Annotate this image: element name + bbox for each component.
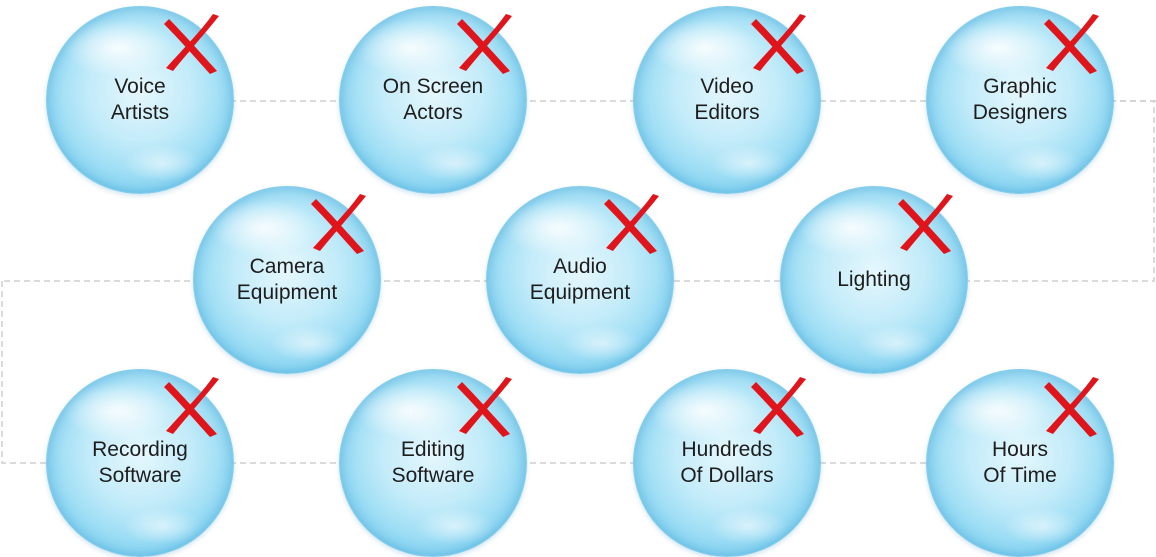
bubble-label: Hundreds Of Dollars xyxy=(680,438,774,487)
bubble-hours-of-time: Hours Of Time xyxy=(926,369,1114,557)
bubble-label: Editing Software xyxy=(391,438,475,487)
cross-icon xyxy=(311,194,366,254)
cross-icon xyxy=(604,194,659,254)
bubble-editing-software: Editing Software xyxy=(339,369,527,557)
cross-icon xyxy=(164,14,219,74)
bubble-label: Recording Software xyxy=(92,438,188,487)
cross-icon xyxy=(1044,377,1099,437)
cross-icon xyxy=(898,194,953,254)
bubble-label: Camera Equipment xyxy=(236,255,338,304)
bubble-label: Voice Artists xyxy=(110,75,170,124)
bubble-lighting: Lighting xyxy=(780,186,968,374)
bubble-hundreds-of-dollars: Hundreds Of Dollars xyxy=(633,369,821,557)
bubble-label: On Screen Actors xyxy=(382,75,484,124)
cross-icon xyxy=(164,377,219,437)
connector-right-loop xyxy=(1000,100,1155,282)
bubble-label: Graphic Designers xyxy=(972,75,1068,124)
cross-icon xyxy=(1044,14,1099,74)
cross-icon xyxy=(751,377,806,437)
bubble-on-screen-actors: On Screen Actors xyxy=(339,6,527,194)
bubble-graphic-designers: Graphic Designers xyxy=(926,6,1114,194)
bubble-camera-equipment: Camera Equipment xyxy=(193,186,381,374)
bubble-label: Hours Of Time xyxy=(983,438,1057,487)
cross-icon xyxy=(751,14,806,74)
bubble-label: Lighting xyxy=(837,268,911,291)
bubble-label: Audio Equipment xyxy=(529,255,631,304)
bubble-audio-equipment: Audio Equipment xyxy=(486,186,674,374)
cross-icon xyxy=(457,377,512,437)
cross-icon xyxy=(457,14,512,74)
bubble-label: Video Editors xyxy=(694,75,760,124)
bubble-recording-software: Recording Software xyxy=(46,369,234,557)
bubble-video-editors: Video Editors xyxy=(633,6,821,194)
bubble-voice-artists: Voice Artists xyxy=(46,6,234,194)
